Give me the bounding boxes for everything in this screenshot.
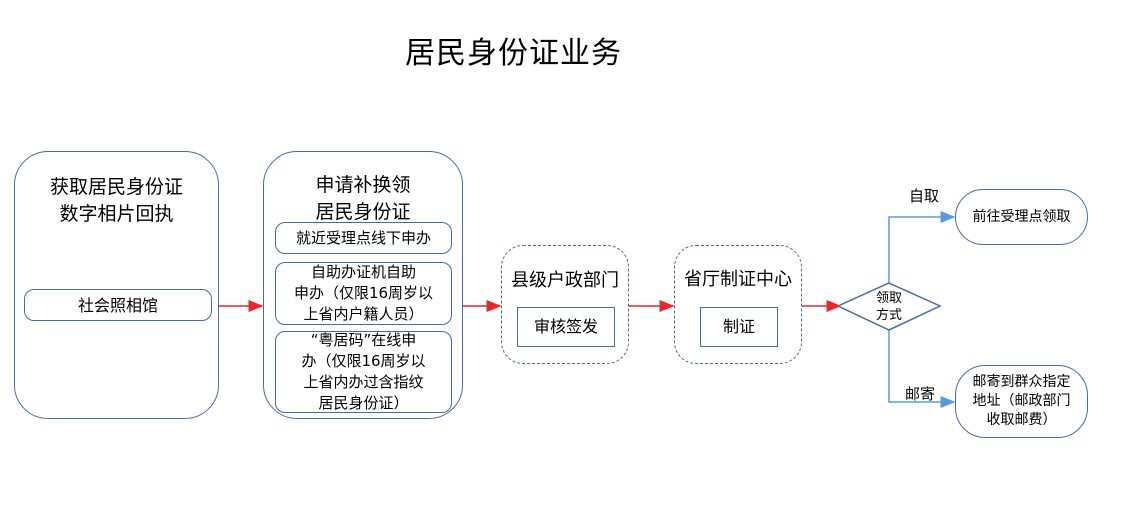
online-line4: 居民身份证） bbox=[318, 394, 409, 412]
mail-result-line1: 邮寄到群众指定 bbox=[972, 374, 1071, 390]
decision-line2: 方式 bbox=[875, 308, 902, 323]
apply-group-title-line2: 居民身份证 bbox=[315, 201, 411, 223]
photo-group-title-line2: 数字相片回执 bbox=[59, 203, 174, 225]
mail-result-line2: 地址（邮政部门 bbox=[972, 393, 1071, 409]
apply-group-title-line1: 申请补换领 bbox=[315, 174, 411, 196]
photo-group-title: 获取居民身份证 数字相片回执 bbox=[15, 174, 218, 228]
photo-group-title-line1: 获取居民身份证 bbox=[49, 176, 183, 198]
photo-studio-box: 社会照相馆 bbox=[24, 289, 212, 321]
photo-receipt-group: 获取居民身份证 数字相片回执 bbox=[14, 151, 219, 419]
province-title: 省厅制证中心 bbox=[684, 269, 792, 290]
decision-line1: 领取 bbox=[875, 291, 902, 306]
county-title: 县级户政部门 bbox=[511, 270, 619, 291]
mail-result: 邮寄到群众指定 地址（邮政部门 收取邮费） bbox=[955, 365, 1088, 438]
county-review-box: 审核签发 bbox=[517, 307, 615, 347]
arrow-decision-to-self bbox=[888, 211, 956, 283]
online-line2: 办（仅限16周岁以 bbox=[301, 352, 426, 370]
page-title: 居民身份证业务 bbox=[405, 36, 622, 71]
mail-result-line3: 收取邮费） bbox=[986, 412, 1057, 428]
province-make-box: 制证 bbox=[700, 307, 778, 347]
self-service-line3: 上省内户籍人员） bbox=[303, 305, 424, 323]
online-line1: “粤居码”在线申 bbox=[310, 331, 417, 349]
arrow-decision-to-mail bbox=[888, 330, 956, 408]
self-pickup-result: 前往受理点领取 bbox=[955, 189, 1088, 245]
branch-mail-label: 邮寄 bbox=[905, 385, 936, 403]
apply-option-self-service: 自助办证机自助 申办（仅限16周岁以 上省内户籍人员） bbox=[275, 262, 452, 325]
branch-self-label: 自取 bbox=[909, 187, 940, 205]
decision-diamond bbox=[836, 282, 942, 331]
self-service-line1: 自助办证机自助 bbox=[310, 263, 416, 281]
apply-group-title: 申请补换领 居民身份证 bbox=[264, 172, 462, 226]
online-line3: 上省内办过含指纹 bbox=[303, 373, 424, 391]
apply-option-offline: 就近受理点线下申办 bbox=[275, 222, 452, 254]
decision-label: 领取 方式 bbox=[858, 290, 920, 324]
apply-option-online: “粤居码”在线申 办（仅限16周岁以 上省内办过含指纹 居民身份证） bbox=[275, 331, 452, 413]
self-service-line2: 申办（仅限16周岁以 bbox=[293, 284, 434, 302]
